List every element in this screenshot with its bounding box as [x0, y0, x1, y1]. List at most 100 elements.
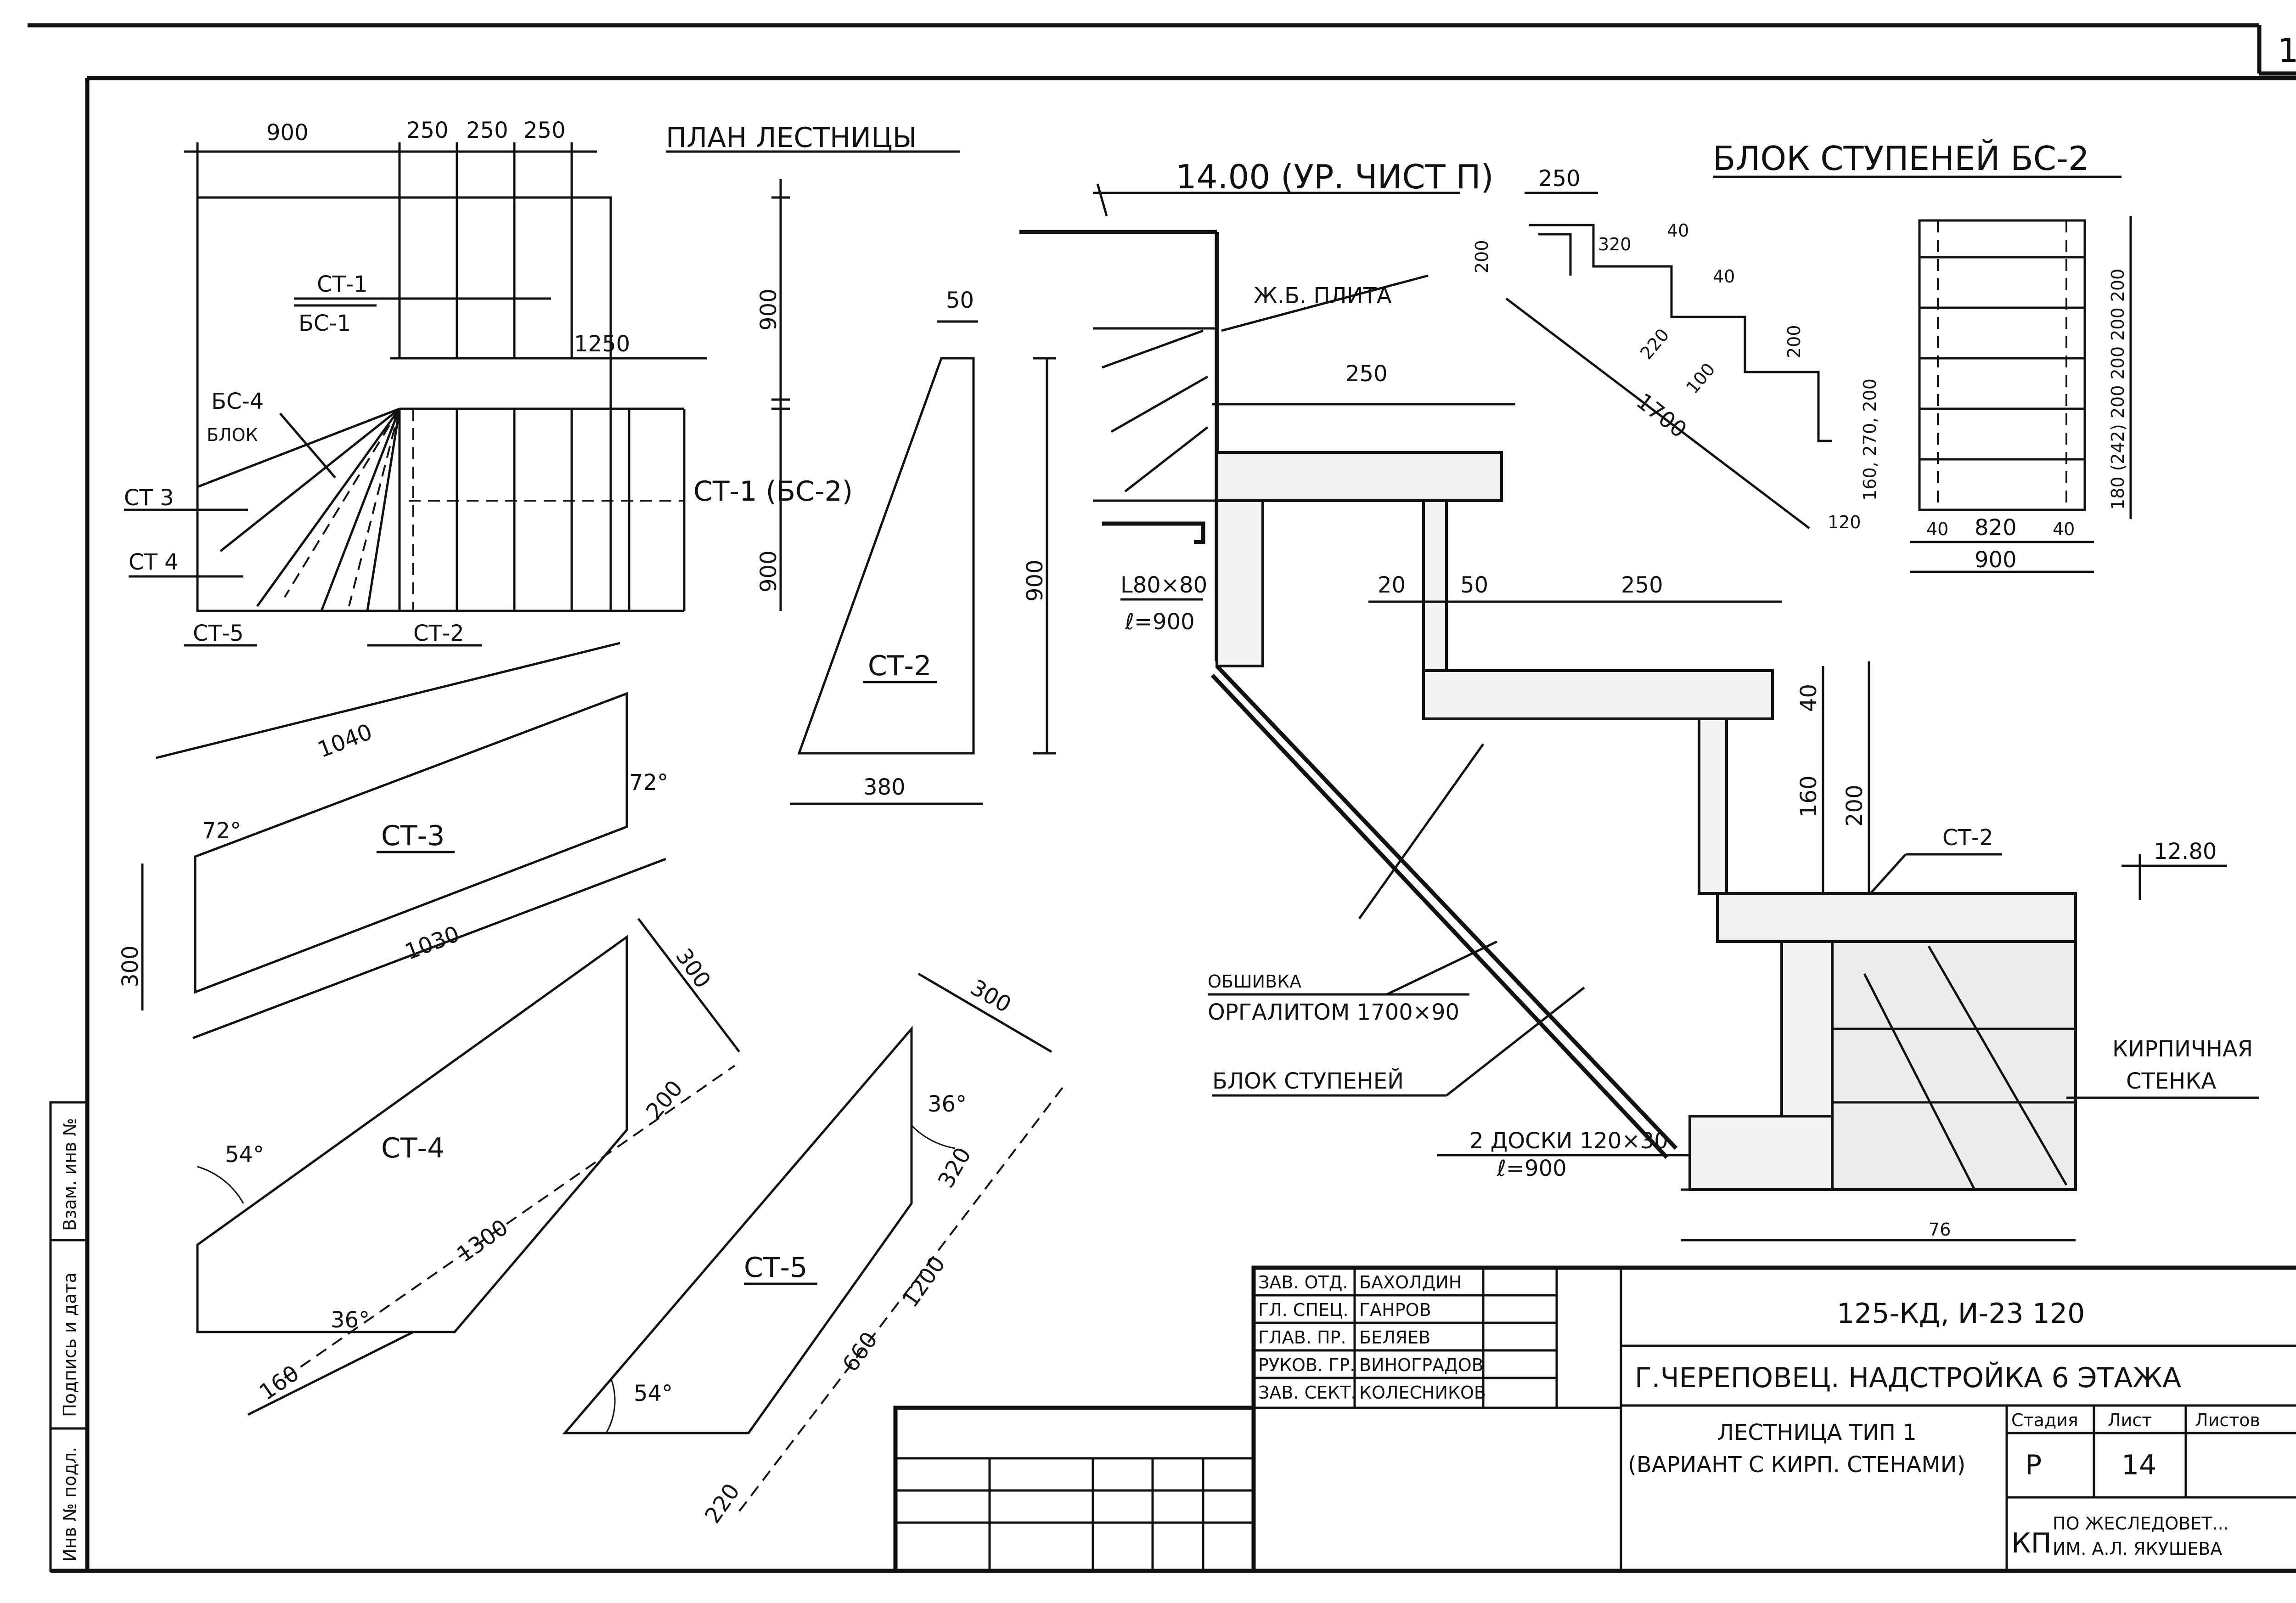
bs2-dims-vertical: 180 (242) 200 200 200 200: [2108, 269, 2128, 510]
plan-label-st3: СТ 3: [124, 485, 174, 511]
st3-dim-1040: 1040: [314, 719, 376, 763]
st2-detail: 50 900 380 СТ-2: [790, 288, 1056, 805]
tb-name-2: ГАНРОВ: [1359, 1300, 1431, 1320]
bs2-dim-320: 320: [1598, 234, 1632, 254]
stair-section: 14.00 (УР. ЧИСТ П) Ж.Б. ПЛИТА 250 20 50 …: [1019, 158, 2259, 1242]
st5-label: СТ-5: [744, 1252, 807, 1284]
section-dim-160: 160: [1796, 775, 1822, 818]
bs2-dim-40-left: 40: [1926, 519, 1948, 539]
tb-role-5: ЗАВ. СЕКТ.: [1258, 1383, 1356, 1403]
plan-label-st4: СТ 4: [129, 549, 179, 575]
st3-detail: 1040 1030 300 72° 72° СТ-3: [118, 642, 668, 1039]
plan-label-st2: СТ-2: [413, 621, 464, 646]
tb-role-4: РУКОВ. ГР.: [1258, 1355, 1355, 1375]
st5-dim-320: 320: [933, 1143, 976, 1192]
section-boards-1: 2 ДОСКИ 120×30: [1469, 1128, 1668, 1154]
st3-dim-1030: 1030: [401, 921, 463, 965]
tb-code: 125-КД, И-23 120: [1837, 1298, 2085, 1330]
tb-name-4: ВИНОГРАДОВ: [1359, 1355, 1484, 1375]
bs2-dim-120: 120: [1828, 512, 1861, 532]
section-step-block: БЛОК СТУПЕНЕЙ: [1212, 1068, 1404, 1094]
st2-label: СТ-2: [868, 650, 931, 682]
st4-dim-1300: 1300: [452, 1214, 513, 1268]
st5-dim-1200: 1200: [897, 1252, 951, 1312]
bs2-dim-40-right: 40: [2053, 519, 2075, 539]
bs2-dim-900: 900: [1975, 547, 2017, 573]
plan-dim-250-a: 250: [406, 118, 449, 143]
st5-dim-660: 660: [838, 1327, 883, 1377]
st3-angle-left: 72°: [202, 818, 241, 844]
tb-org-mark: КП: [2011, 1527, 2052, 1559]
tb-stage: Р: [2025, 1449, 2042, 1481]
tb-role-2: ГЛ. СПЕЦ.: [1258, 1300, 1349, 1320]
st2-dim-380: 380: [863, 774, 906, 800]
sheet-number: 15: [2278, 31, 2296, 70]
st5-dim-300: 300: [966, 975, 1015, 1018]
st5-detail: 300 36° 320 СТ-5 660 1200 54° 220: [562, 972, 1066, 1528]
st4-angle-36: 36°: [331, 1307, 370, 1333]
st4-dim-200: 200: [641, 1076, 688, 1124]
tb-org-1: ПО ЖЕСЛЕДОВЕТ...: [2053, 1513, 2229, 1534]
st2-dim-900: 900: [1022, 559, 1048, 602]
st4-detail: 54° 36° СТ-4 300 200 1300 160: [196, 918, 740, 1416]
plan-label-bs4: БС-4: [211, 389, 264, 414]
bs2-dim-220: 220: [1636, 325, 1673, 363]
section-level-bottom: 12.80: [2154, 839, 2217, 864]
section-dim-40: 40: [1796, 684, 1822, 712]
bs2-dim-820: 820: [1975, 515, 2017, 541]
plan-label-st1: СТ-1: [317, 271, 368, 297]
bs2-dim-250: 250: [1538, 166, 1581, 192]
tb-stage-header: Стадия: [2011, 1410, 2078, 1430]
bs2-dim-40-a: 40: [1667, 220, 1689, 241]
tb-org-2: ИМ. А.Л. ЯКУШЕВА: [2053, 1539, 2222, 1559]
st3-label: СТ-3: [381, 820, 445, 852]
st5-angle-36: 36°: [928, 1091, 967, 1117]
bs2-dim-160-270-200: 160, 270, 200: [1860, 378, 1880, 501]
plan-title: ПЛАН ЛЕСТНИЦЫ: [666, 122, 917, 154]
bs2-title: БЛОК СТУПЕНЕЙ БС-2: [1713, 139, 2089, 178]
bs2-dim-100: 100: [1682, 359, 1719, 398]
tb-name-5: КОЛЕСНИКОВ: [1359, 1383, 1486, 1403]
section-dim-200: 200: [1842, 785, 1868, 827]
tb-title-2: (ВАРИАНТ С КИРП. СТЕНАМИ): [1628, 1452, 1965, 1478]
section-angle-label: L80×80: [1120, 572, 1207, 598]
tb-sheets-header: Листов: [2195, 1410, 2260, 1430]
st4-angle-54: 54°: [225, 1142, 264, 1168]
tb-sheet: 14: [2122, 1449, 2156, 1481]
plan-label-st5: СТ-5: [193, 621, 244, 646]
plan-dim-900: 900: [266, 120, 309, 146]
section-st2-label: СТ-2: [1942, 825, 1993, 851]
plan-label-st1-bs2: СТ-1 (БС-2): [693, 475, 853, 508]
bs2-dim-200-b: 200: [1784, 325, 1804, 358]
plan-dim-1250: 1250: [574, 331, 630, 357]
section-dim-50: 50: [1460, 572, 1488, 598]
tb-name-3: БЕЛЯЕВ: [1359, 1327, 1430, 1348]
tb-name-1: БАХОЛДИН: [1359, 1272, 1462, 1293]
section-dim-20: 20: [1378, 572, 1406, 598]
side-stamp: Взам. инв № Подпись и дата Инв № подл.: [49, 1101, 89, 1572]
section-level-top: 14.00 (УР. ЧИСТ П): [1176, 158, 1494, 196]
tb-title-1: ЛЕСТНИЦА ТИП 1: [1717, 1420, 1917, 1445]
plan-dim-900-lower: 900: [756, 550, 782, 593]
bs2-dim-200-a: 200: [1472, 240, 1492, 273]
st4-label: СТ-4: [381, 1132, 445, 1164]
section-brick-2: СТЕНКА: [2126, 1068, 2216, 1094]
title-block: ЗАВ. ОТД. ГЛ. СПЕЦ. ГЛАВ. ПР. РУКОВ. ГР.…: [893, 1265, 2296, 1573]
stamp-replace-inv: Взам. инв №: [60, 1118, 80, 1231]
section-dim-250-b: 250: [1621, 572, 1663, 598]
plan-label-bs1: БС-1: [298, 310, 351, 336]
tb-city: Г.ЧЕРЕПОВЕЦ. НАДСТРОЙКА 6 ЭТАЖА: [1635, 1361, 2181, 1394]
section-dim-76: 76: [1929, 1219, 1951, 1240]
bs2-dim-40-b: 40: [1713, 266, 1735, 287]
plan-dim-900-upper: 900: [756, 288, 782, 331]
stamp-orig-inv: Инв № подл.: [60, 1447, 80, 1562]
section-boards-2: ℓ=900: [1497, 1156, 1567, 1181]
plan-label-blok: БЛОК: [207, 425, 258, 445]
tb-role-1: ЗАВ. ОТД.: [1258, 1272, 1348, 1293]
st3-angle-right: 72°: [629, 770, 668, 796]
section-dim-250-a: 250: [1345, 361, 1388, 387]
section-cladding-1: ОБШИВКА: [1208, 971, 1301, 992]
st5-dim-220: 220: [700, 1479, 745, 1528]
